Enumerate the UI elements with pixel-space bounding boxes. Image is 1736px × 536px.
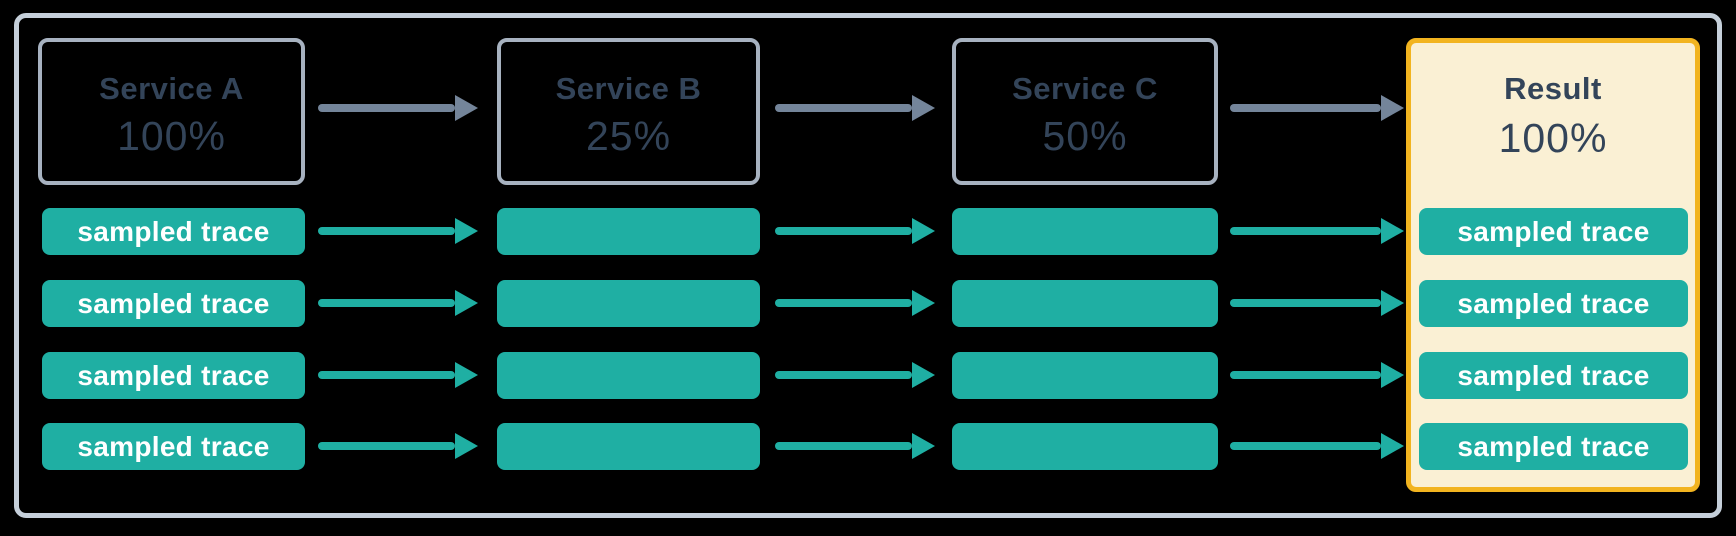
arrow-service-a-to-b (318, 95, 478, 121)
service-a-box: Service A 100% (38, 38, 305, 185)
trace-bar-b-3 (497, 352, 760, 399)
arrow-service-c-to-result (1230, 95, 1404, 121)
trace-bar-result-3: sampled trace (1419, 352, 1688, 399)
trace-arrow-b-c-2 (775, 290, 935, 316)
trace-bar-c-3 (952, 352, 1218, 399)
trace-arrow-b-c-1 (775, 218, 935, 244)
trace-bar-c-4 (952, 423, 1218, 470)
trace-arrow-b-c-4 (775, 433, 935, 459)
trace-bar-label: sampled trace (77, 359, 270, 391)
trace-arrow-c-result-4 (1230, 433, 1404, 459)
result-title: Result (1504, 71, 1602, 106)
trace-bar-a-2: sampled trace (42, 280, 305, 327)
trace-arrow-a-b-3 (318, 362, 478, 388)
trace-bar-label: sampled trace (1457, 287, 1650, 319)
trace-arrow-b-c-3 (775, 362, 935, 388)
service-c-box: Service C 50% (952, 38, 1218, 185)
service-b-percent: 25% (585, 112, 672, 159)
arrow-service-b-to-c (775, 95, 935, 121)
trace-bar-b-2 (497, 280, 760, 327)
trace-arrow-a-b-1 (318, 218, 478, 244)
trace-bar-label: sampled trace (1457, 430, 1650, 462)
service-b-box: Service B 25% (497, 38, 760, 185)
trace-bar-label: sampled trace (77, 215, 270, 247)
trace-bar-b-1 (497, 208, 760, 255)
trace-bar-label: sampled trace (77, 430, 270, 462)
trace-bar-c-2 (952, 280, 1218, 327)
trace-bar-a-4: sampled trace (42, 423, 305, 470)
trace-bar-result-4: sampled trace (1419, 423, 1688, 470)
trace-bar-a-3: sampled trace (42, 352, 305, 399)
trace-bar-result-1: sampled trace (1419, 208, 1688, 255)
trace-bar-a-1: sampled trace (42, 208, 305, 255)
trace-arrow-c-result-1 (1230, 218, 1404, 244)
trace-arrow-c-result-2 (1230, 290, 1404, 316)
trace-bar-result-2: sampled trace (1419, 280, 1688, 327)
service-c-percent: 50% (1042, 112, 1128, 159)
trace-bar-label: sampled trace (1457, 215, 1650, 247)
trace-bar-label: sampled trace (1457, 359, 1650, 391)
trace-arrow-c-result-3 (1230, 362, 1404, 388)
trace-arrow-a-b-2 (318, 290, 478, 316)
trace-bar-b-4 (497, 423, 760, 470)
result-percent: 100% (1498, 115, 1608, 161)
service-c-title: Service C (1012, 70, 1158, 106)
trace-bar-c-1 (952, 208, 1218, 255)
service-a-percent: 100% (117, 112, 226, 159)
trace-arrow-a-b-4 (318, 433, 478, 459)
service-a-title: Service A (99, 70, 244, 106)
result-header: Result 100% (1411, 71, 1695, 161)
outer-frame (14, 13, 1722, 518)
result-box: Result 100% (1406, 38, 1700, 492)
service-b-title: Service B (555, 70, 702, 106)
trace-bar-label: sampled trace (77, 287, 270, 319)
